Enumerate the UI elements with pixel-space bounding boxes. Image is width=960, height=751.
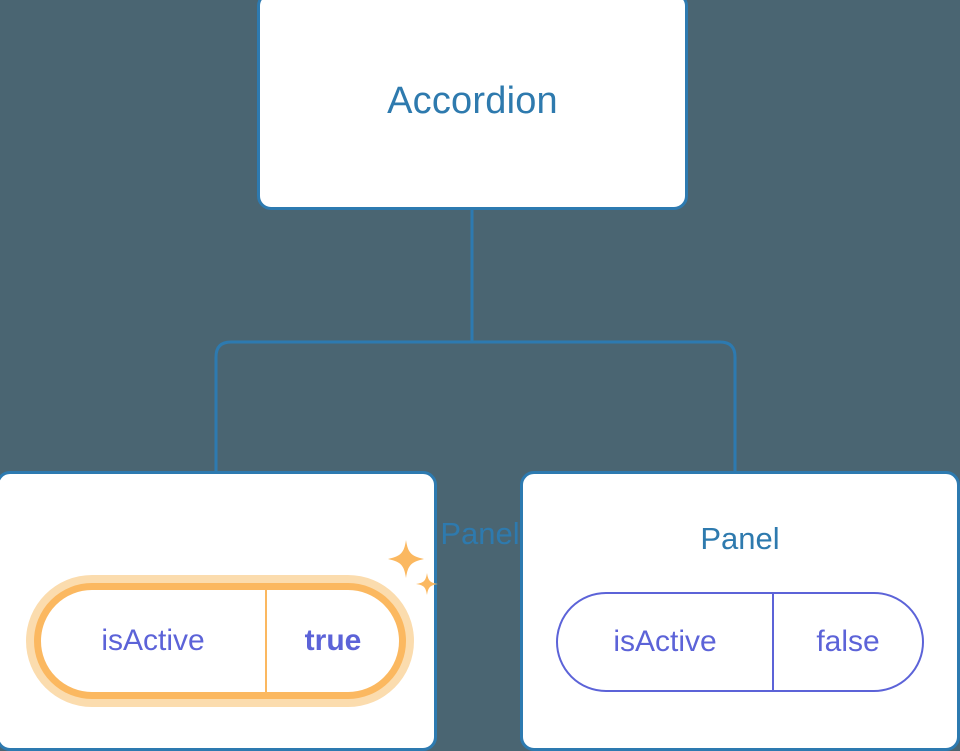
prop-pill-isactive-false[interactable]: isActive false <box>556 592 924 692</box>
node-accordion-title: Accordion <box>387 80 558 122</box>
prop-pill-key: isActive <box>613 625 717 658</box>
prop-pill-value: true <box>265 590 399 692</box>
node-panel-right-title: Panel <box>700 521 780 556</box>
connector-branch-bar <box>214 340 737 471</box>
prop-pill-value: false <box>772 594 922 690</box>
node-panel-left-title: Panel <box>440 516 520 551</box>
prop-pill-key: isActive <box>101 624 205 657</box>
prop-pill-isactive-true[interactable]: isActive true <box>34 583 406 699</box>
node-accordion[interactable]: Accordion <box>257 0 688 210</box>
